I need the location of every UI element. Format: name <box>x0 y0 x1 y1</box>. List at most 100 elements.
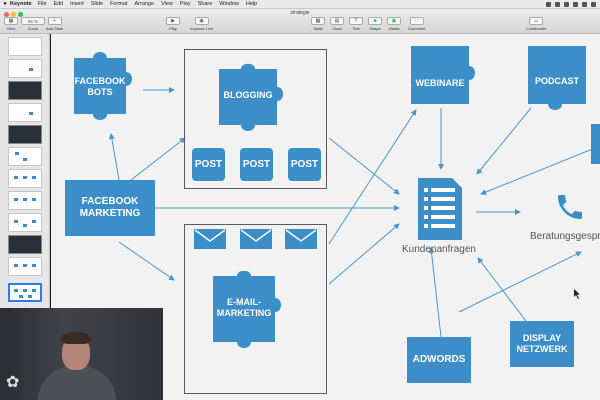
menu-bar: ● Keynote File Edit Insert Slide Format … <box>0 0 600 9</box>
menu-insert[interactable]: Insert <box>70 1 84 7</box>
facebook-bots-puzzle-piece[interactable] <box>70 52 140 128</box>
tray-icon[interactable] <box>582 1 587 7</box>
slide-thumbnail-selected[interactable] <box>8 283 42 302</box>
menu-arrange[interactable]: Arrange <box>134 1 155 7</box>
slide-navigator[interactable] <box>0 34 50 400</box>
slide-thumbnail[interactable] <box>8 37 42 56</box>
view-icon: ▦ <box>4 17 18 25</box>
menu-share[interactable]: Share <box>197 1 213 7</box>
connector-arrow[interactable] <box>476 107 532 175</box>
play-button[interactable]: ▶ Play <box>166 17 180 31</box>
zoom-window-button[interactable] <box>18 12 23 17</box>
menu-app-name[interactable]: Keynote <box>10 1 32 7</box>
display-netzwerk-box[interactable]: DISPLAY NETZWERK <box>510 321 574 367</box>
slide-thumbnail[interactable] <box>8 213 42 232</box>
menu-window[interactable]: Window <box>219 1 239 7</box>
menu-format[interactable]: Format <box>110 1 128 7</box>
post-tile[interactable]: POST <box>240 148 273 181</box>
connector-arrow[interactable] <box>328 223 400 285</box>
comment-button[interactable]: □ Comment <box>408 17 426 31</box>
menu-extras <box>546 1 600 7</box>
tray-icon[interactable] <box>564 1 569 7</box>
webinare-label: WEBINARE <box>415 78 465 88</box>
blogging-group-frame[interactable] <box>184 49 327 189</box>
blogging-puzzle-piece[interactable] <box>215 62 295 134</box>
connector-arrow[interactable] <box>477 257 527 322</box>
email-marketing-puzzle-piece[interactable] <box>209 271 299 355</box>
connector-arrow[interactable] <box>480 145 600 195</box>
slide-thumbnail[interactable] <box>8 59 42 78</box>
connector-arrow[interactable] <box>108 133 120 181</box>
slide-thumbnail[interactable] <box>8 103 42 122</box>
beratungsgespraech-label: Beratungsgespr <box>530 231 600 242</box>
post-tile[interactable]: POST <box>288 148 321 181</box>
shape-button[interactable]: ■ Shape <box>368 17 382 31</box>
zoom-control[interactable]: 96 % Zoom <box>21 17 45 31</box>
menu-edit[interactable]: Edit <box>53 1 64 7</box>
close-window-button[interactable] <box>4 12 9 17</box>
tray-icon[interactable] <box>555 1 560 7</box>
keynote-toolbar: strategie ▦ View 96 % Zoom + Add Slide ▶… <box>0 9 600 34</box>
chart-button[interactable]: ▤ Chart <box>330 17 344 31</box>
slide-thumbnail[interactable] <box>8 147 42 166</box>
menu-file[interactable]: File <box>37 1 47 7</box>
view-button[interactable]: ▦ View <box>4 17 18 31</box>
connector-arrow[interactable] <box>328 109 417 245</box>
tray-icon[interactable] <box>546 1 551 7</box>
connector-arrow[interactable] <box>458 251 582 313</box>
media-button[interactable]: ▣ Media <box>387 17 401 31</box>
menu-slide[interactable]: Slide <box>90 1 104 7</box>
slide-thumbnail[interactable] <box>8 81 42 100</box>
text-button[interactable]: T Text <box>349 17 363 31</box>
comment-icon: □ <box>409 17 424 25</box>
email-marketing-label: E-MAIL-MARKETING <box>216 297 272 319</box>
connector-arrow[interactable] <box>328 137 400 195</box>
envelope-icon <box>194 229 226 249</box>
display-netzwerk-line: DISPLAY <box>522 333 562 344</box>
table-button[interactable]: ▦ Table <box>311 17 325 31</box>
slide-thumbnail[interactable] <box>8 125 42 144</box>
slide-thumbnail[interactable] <box>8 169 42 188</box>
connector-arrow[interactable] <box>118 241 175 281</box>
slide-thumbnail[interactable] <box>8 235 42 254</box>
media-icon: ▣ <box>387 17 401 25</box>
phone-icon <box>558 195 582 219</box>
list-document-icon <box>418 178 462 240</box>
webinare-puzzle-piece[interactable] <box>407 42 487 114</box>
envelope-icon <box>285 229 317 249</box>
keynote-live-button[interactable]: ◉ Keynote Live <box>190 17 214 31</box>
blogging-label: BLOGGING <box>223 90 273 100</box>
slide-thumbnail[interactable] <box>8 257 42 276</box>
collaborate-button[interactable]: ☺ Collaborate <box>526 17 547 31</box>
chart-icon: ▤ <box>330 17 344 25</box>
menu-play[interactable]: Play <box>179 1 191 7</box>
channel-logo-icon: ✿ <box>6 372 20 391</box>
envelope-icon <box>240 229 272 249</box>
zoom-value: 96 % <box>21 17 45 25</box>
webcam-overlay: ✿ <box>0 308 163 400</box>
broadcast-icon: ◉ <box>194 17 209 25</box>
tray-icon[interactable] <box>573 1 578 7</box>
podcast-puzzle-piece[interactable] <box>524 42 600 114</box>
connector-arrow[interactable] <box>428 247 442 338</box>
minimize-window-button[interactable] <box>11 12 16 17</box>
facebook-marketing-box[interactable]: FACEBOOK MARKETING <box>65 180 155 236</box>
tray-icon[interactable] <box>591 1 596 7</box>
menu-help[interactable]: Help <box>245 1 258 7</box>
podcast-label: PODCAST <box>534 76 579 86</box>
add-slide-button[interactable]: + Add Slide <box>46 17 64 31</box>
window-title: strategie <box>290 10 310 16</box>
post-tile[interactable]: POST <box>192 148 225 181</box>
menu-view[interactable]: View <box>161 1 173 7</box>
slide-thumbnail[interactable] <box>8 191 42 210</box>
email-group-frame[interactable] <box>184 224 327 394</box>
adwords-box[interactable]: ADWORDS <box>407 337 471 383</box>
partial-puzzle-piece[interactable] <box>591 124 600 164</box>
facebook-marketing-line: MARKETING <box>79 208 141 219</box>
table-icon: ▦ <box>311 17 325 25</box>
connector-arrow[interactable] <box>130 137 186 181</box>
apple-icon[interactable]: ● <box>3 1 7 7</box>
facebook-marketing-line: FACEBOOK <box>81 196 139 207</box>
